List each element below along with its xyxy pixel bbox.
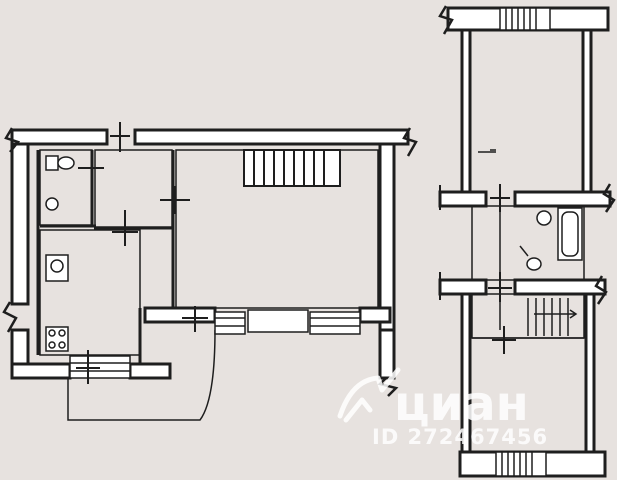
stair-vent-right-bottom — [495, 451, 547, 477]
left-wall-upper — [10, 142, 30, 306]
sink-icon — [45, 197, 59, 211]
watermark-listing-id: ID 272467456 — [372, 425, 548, 449]
top-wall-right — [133, 128, 410, 146]
door-marks-right — [439, 184, 516, 354]
fixtures-right — [519, 207, 583, 271]
hall-outline — [94, 149, 173, 228]
sink-right-icon — [536, 210, 552, 226]
bottom-wall-room-right — [358, 306, 392, 324]
right-wall-lower — [378, 328, 396, 380]
break-line-top-right — [402, 127, 418, 157]
cian-logo-icon — [337, 367, 401, 423]
stair-vent-left — [243, 149, 341, 187]
right-low-wall-right — [513, 278, 607, 296]
apartment-left-walls — [10, 128, 410, 380]
break-lines-right — [438, 5, 616, 305]
right-left-column — [460, 28, 472, 194]
toilet-icon — [45, 155, 59, 171]
window-room-left — [214, 311, 246, 335]
corridor-outline — [471, 205, 585, 281]
right-inner-lines — [471, 149, 585, 339]
stairs-lobby-right — [527, 298, 578, 336]
watermark-brand: циан — [394, 376, 529, 432]
bottom-wall-room-left — [143, 306, 217, 324]
balcony-outline — [67, 329, 216, 421]
right-right-column-lower — [584, 292, 596, 454]
right-mid-wall-right — [513, 190, 612, 208]
break-line-top-left — [4, 127, 21, 153]
windows-left — [69, 309, 361, 379]
stair-vent-right-top — [499, 7, 551, 31]
right-right-column — [581, 28, 593, 194]
break-line-left-bottom — [2, 301, 18, 333]
bottom-wall-left — [10, 362, 72, 380]
right-wall — [378, 142, 396, 336]
window-room-center — [247, 309, 309, 333]
toilet-right-icon — [526, 257, 542, 271]
fixtures-left — [45, 155, 75, 352]
bathroom-outline — [39, 149, 93, 226]
right-left-column-lower — [460, 292, 472, 454]
window-room-right — [309, 311, 361, 335]
kitchen-outline — [39, 229, 141, 356]
right-mid-wall-left — [438, 190, 488, 208]
door-marks-left — [76, 122, 208, 384]
top-wall-left — [10, 128, 109, 146]
right-low-wall-left — [438, 278, 488, 296]
bottom-wall-right — [128, 362, 172, 380]
